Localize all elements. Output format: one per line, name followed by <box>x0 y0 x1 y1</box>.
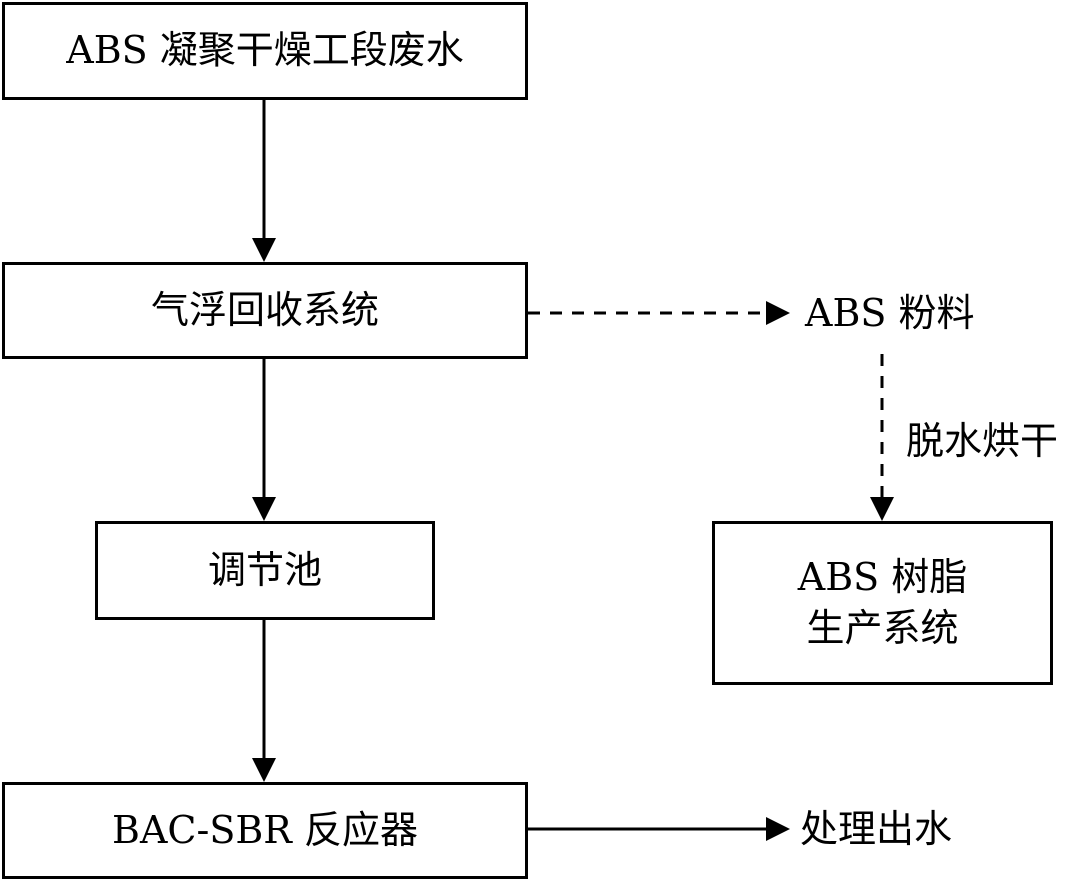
node-wastewater-label: ABS 凝聚干燥工段废水 <box>66 28 464 73</box>
arrow-flotation-to-equalization <box>252 359 276 521</box>
node-resin-label-line2: 生产系统 <box>806 606 959 650</box>
node-flotation-label: 气浮回收系统 <box>150 287 379 332</box>
node-flotation-recovery-system: 气浮回收系统 <box>2 262 528 359</box>
arrow-reactor-to-effluent <box>528 817 790 841</box>
arrow-equalization-to-reactor <box>252 620 276 782</box>
label-abs-powder: ABS 粉料 <box>805 291 975 335</box>
label-treated-effluent: 处理出水 <box>800 807 953 851</box>
arrow-wastewater-to-flotation <box>252 100 276 262</box>
arrow-abs-powder-to-resin-system <box>870 354 894 521</box>
node-reactor-label: BAC-SBR 反应器 <box>112 807 418 852</box>
label-dewatering-drying: 脱水烘干 <box>906 419 1059 463</box>
node-equalization-label: 调节池 <box>207 547 322 592</box>
node-bac-sbr-reactor: BAC-SBR 反应器 <box>2 782 528 879</box>
node-equalization-tank: 调节池 <box>95 521 435 620</box>
arrow-flotation-to-abs-powder <box>528 301 790 325</box>
node-resin-label-line1: ABS 树脂 <box>797 554 968 599</box>
node-abs-resin-production-system: ABS 树脂 生产系统 <box>712 521 1053 685</box>
node-wastewater: ABS 凝聚干燥工段废水 <box>2 2 528 100</box>
